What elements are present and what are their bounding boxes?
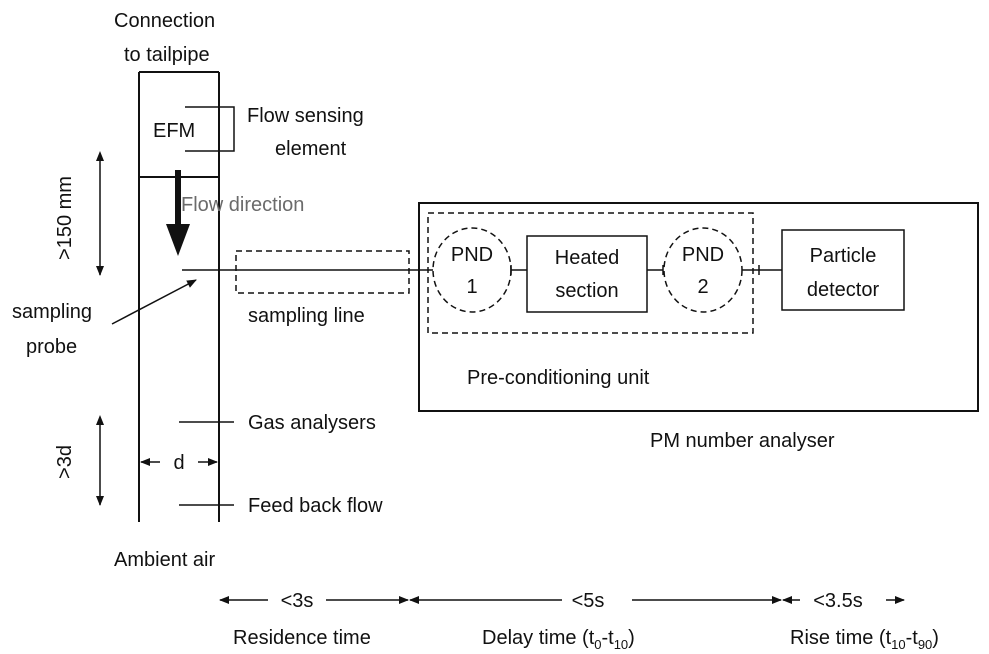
flow-direction-arrowhead [166,224,190,256]
rise-mid: -t [906,627,919,649]
delay-time-label: Delay time (t0-t10) [482,627,635,652]
flow-sensing-bracket [185,106,235,152]
delay-sub-a: 0 [594,637,601,652]
efm-label: EFM [153,120,195,142]
pnd2-label-line1: PND [682,244,724,266]
delay-mid: -t [601,627,614,649]
dim-d-label: d [173,452,184,474]
dim-150-label: >150 mm [54,176,76,260]
rise-sub-a: 10 [891,637,905,652]
particle-detector-box [781,229,905,311]
preconditioning-unit-label: Pre-conditioning unit [467,367,650,389]
delay-close: ) [628,627,635,649]
particle-detector-label-line1: Particle [810,245,877,267]
pnd1-label-line2: 1 [466,276,477,298]
pnd2-label-line2: 2 [697,276,708,298]
pnd2-circle [663,227,743,313]
rise-time-value: <3.5s [813,590,862,612]
rise-close: ) [932,627,939,649]
rise-time-label: Rise time (t10-t90) [790,627,939,652]
sampling-probe-label-line2: probe [26,336,77,358]
rise-sub-b: 90 [918,637,932,652]
heated-section-label-line2: section [555,280,618,302]
connection-label-line1: Connection [114,10,215,32]
sampling-line-label: sampling line [248,305,365,327]
flow-sensing-label-line2: element [275,138,347,160]
particle-detector-label-line2: detector [807,279,880,301]
heated-section-box [526,235,648,313]
delay-sub-b: 10 [614,637,628,652]
delay-time-text: Delay time (t [482,627,595,649]
sampling-probe-pointer [111,279,197,325]
residence-time-label: Residence time [233,627,371,649]
flow-direction-label: Flow direction [181,194,304,216]
residence-time-value: <3s [281,590,314,612]
dim-3d-label: >3d [54,445,76,479]
ambient-air-label: Ambient air [114,549,215,571]
pm-number-analyser-label: PM number analyser [650,430,835,452]
sampling-probe-label-line1: sampling [12,301,92,323]
heated-section-label-line1: Heated [555,247,620,269]
flow-sensing-label-line1: Flow sensing [247,105,364,127]
pnd1-circle [432,227,512,313]
feed-back-flow-label: Feed back flow [248,495,383,517]
connection-label-line2: to tailpipe [124,44,210,66]
gas-analysers-label: Gas analysers [248,412,376,434]
pm-number-analyser-box [418,202,979,412]
preconditioning-unit-box [427,212,754,334]
rise-time-text: Rise time (t [790,627,892,649]
pnd1-label-line1: PND [451,244,493,266]
delay-time-value: <5s [572,590,605,612]
sampling-line-box [235,250,410,294]
